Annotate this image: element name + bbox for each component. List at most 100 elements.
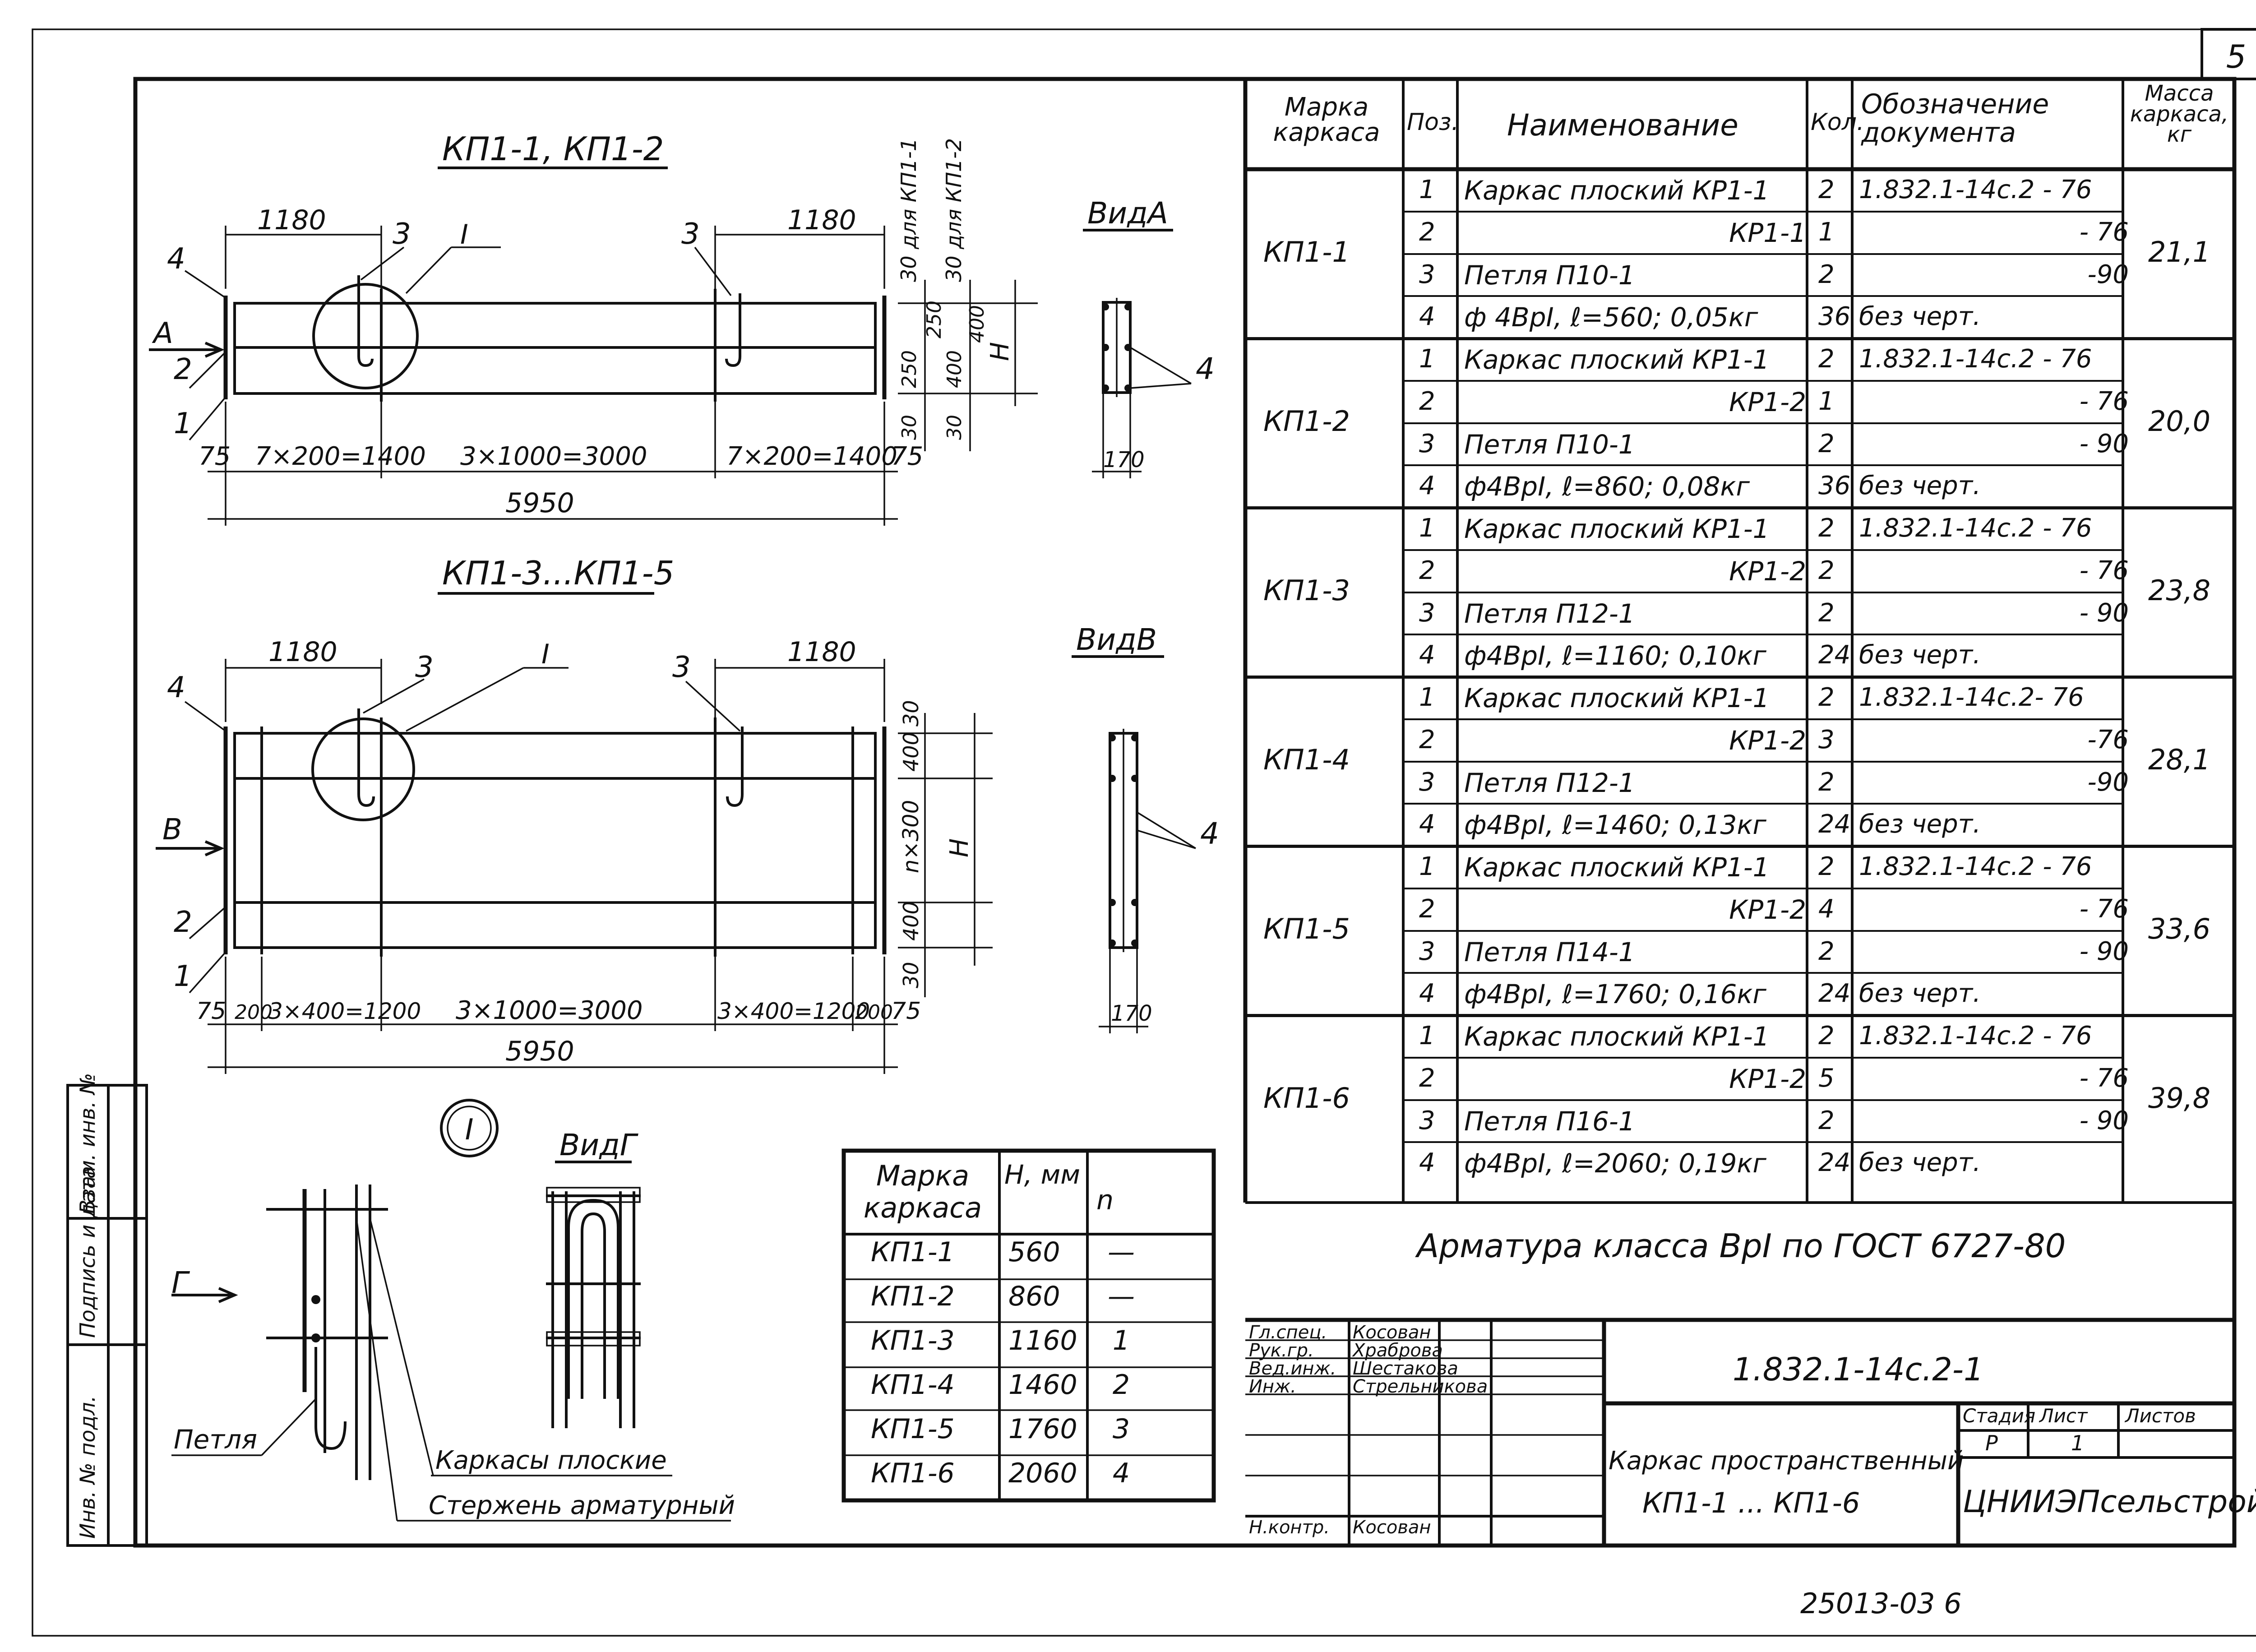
spec-row-pos: 4 <box>1419 471 1435 501</box>
drawing2-dim-bottom-2: 3×400=1200 <box>268 998 421 1024</box>
rule <box>1245 337 2234 340</box>
h-table-h: 860 <box>1008 1281 1060 1312</box>
h-table-n: 1 <box>1112 1325 1130 1356</box>
spec-row-doc: - 76 <box>2079 555 2129 585</box>
drawing1-pos-3-left: 3 <box>393 217 411 251</box>
sheet-number: 5 <box>2226 38 2247 75</box>
h-table-h: 1160 <box>1008 1325 1077 1356</box>
spec-row-qty: 2 <box>1818 259 1835 289</box>
title-name: Косован <box>1353 1517 1431 1538</box>
drawing-kp1-3-5: КП1-3...КП1-5 1180 1180 75 200 <box>156 554 1219 1074</box>
spec-row-doc: 1.832.1-14с.2 - 76 <box>1859 1021 2092 1050</box>
drawing2-dim-bottom-5: 200 <box>855 1001 893 1024</box>
title-role: Н.контр. <box>1249 1517 1330 1538</box>
spec-row-pos: 2 <box>1419 386 1435 416</box>
h-table-header-mark: Марка каркаса <box>863 1159 982 1225</box>
spec-group-mark: КП1-4 <box>1263 743 1350 776</box>
drawing1-dim-right-5: 400 <box>966 305 989 343</box>
spec-header-name: Наименование <box>1507 108 1738 143</box>
title-sheet-label: Лист <box>2039 1405 2088 1427</box>
drawing2-detail-ref: Ι <box>541 639 550 670</box>
spec-row-doc: без черт. <box>1859 810 1981 839</box>
h-table-n: 3 <box>1112 1413 1130 1445</box>
drawing1-loop-left <box>357 275 374 367</box>
spec-row-pos: 1 <box>1419 1021 1435 1050</box>
h-table-h: 560 <box>1008 1236 1060 1268</box>
view-a-dim: 170 <box>1103 447 1145 472</box>
spec-row-name: Каркас плоский КР1-1 <box>1464 683 1770 713</box>
drawing2-dim-bottom-0: 75 <box>196 998 226 1025</box>
spec-row-qty: 5 <box>1818 1063 1835 1093</box>
spec-row-name: КР1-2 <box>1729 1063 1806 1094</box>
spec-group-mark: КП1-1 <box>1263 235 1350 268</box>
spec-row-name: КР1-2 <box>1729 894 1806 925</box>
rule <box>1403 930 2123 932</box>
spec-row-qty: 2 <box>1818 175 1835 204</box>
spec-row-pos: 4 <box>1419 1148 1435 1178</box>
spec-row-pos: 3 <box>1419 1106 1435 1135</box>
rule <box>1403 253 2123 255</box>
title-name: Храброва <box>1353 1340 1443 1361</box>
h-table-n: 4 <box>1112 1458 1130 1489</box>
sheet-frame <box>133 77 2237 1548</box>
drawing1-dim-top-right: 1180 <box>787 204 856 236</box>
spec-group-mass: 33,6 <box>2148 912 2211 945</box>
rule <box>1403 1056 2123 1059</box>
spec-row-qty: 2 <box>1818 344 1835 374</box>
spec-row-doc: - 90 <box>2079 598 2129 628</box>
drawing2-pos-1: 1 <box>174 960 192 993</box>
drawing2-loop-right <box>726 727 744 807</box>
drawing1-view-arrow <box>149 342 225 358</box>
drawing1-title: КП1-1, КП1-2 <box>442 130 664 168</box>
rule <box>1403 464 2123 467</box>
spec-row-doc: -76 <box>2087 725 2129 754</box>
spec-row-qty: 2 <box>1818 429 1835 458</box>
detail-marker-circle <box>440 1099 499 1157</box>
spec-row-doc: 1.832.1-14с.2- 76 <box>1859 683 2084 712</box>
spec-row-name: КР1-1 <box>1729 217 1806 248</box>
spec-row-pos: 2 <box>1419 555 1435 585</box>
drawing2-dim-total: 5950 <box>505 1036 574 1067</box>
h-table-mark: КП1-2 <box>871 1281 955 1312</box>
h-table-h: 2060 <box>1008 1458 1077 1489</box>
rule <box>1403 634 2123 636</box>
drawing1-dim-bottom-0: 75 <box>199 442 231 471</box>
spec-row-qty: 3 <box>1818 725 1835 754</box>
drawing2-frame-body <box>233 732 877 949</box>
spec-row-name: Петля П14-1 <box>1464 936 1635 967</box>
spec-row-name: Петля П12-1 <box>1464 598 1635 629</box>
drawing1-dim-right-3: 250 <box>923 301 946 338</box>
title-name: Косован <box>1353 1322 1431 1343</box>
rule <box>1245 506 2234 509</box>
spec-row-doc: без черт. <box>1859 471 1981 501</box>
drawing2-pos-3-right: 3 <box>672 651 691 684</box>
spec-row-pos: 1 <box>1419 683 1435 712</box>
title-stage: Р <box>1985 1431 1998 1455</box>
spec-group-mass: 21,1 <box>2148 235 2211 268</box>
drawing2-dim-right-2: n×300 <box>898 800 924 873</box>
spec-row-name: ф4ВрΙ, ℓ=860; 0,08кг <box>1464 471 1750 502</box>
view-a-title: ВидА <box>1087 196 1168 231</box>
spec-row-doc: 1.832.1-14с.2 - 76 <box>1859 175 2092 204</box>
spec-row-doc: - 76 <box>2079 1063 2129 1093</box>
view-g-bars <box>551 1191 635 1428</box>
label-loop: Петля <box>174 1424 257 1455</box>
drawing2-dim-bottom-3: 3×1000=3000 <box>456 996 643 1025</box>
drawing2-dim-bottom-1: 200 <box>235 1001 273 1024</box>
rule <box>1403 379 2123 382</box>
spec-group-mark: КП1-2 <box>1263 404 1350 438</box>
title-block <box>1245 1318 2234 1546</box>
spec-row-qty: 2 <box>1818 1021 1835 1050</box>
drawing1-view-arrow-label: А <box>152 317 173 350</box>
spec-group-mark: КП1-5 <box>1263 912 1350 945</box>
spec-header-mark: Марка каркаса <box>1273 93 1380 147</box>
drawing1-pos-2: 2 <box>174 353 192 386</box>
drawing2-dim-bottom-6: 75 <box>891 998 921 1025</box>
title-sheet: 1 <box>2071 1431 2085 1455</box>
drawing1-pos-3-right: 3 <box>681 217 700 251</box>
drawing2-loop-left <box>357 708 375 807</box>
spec-row-pos: 4 <box>1419 979 1435 1009</box>
label-bar: Стержень арматурный <box>429 1491 735 1520</box>
h-table-h: 1460 <box>1008 1369 1077 1401</box>
